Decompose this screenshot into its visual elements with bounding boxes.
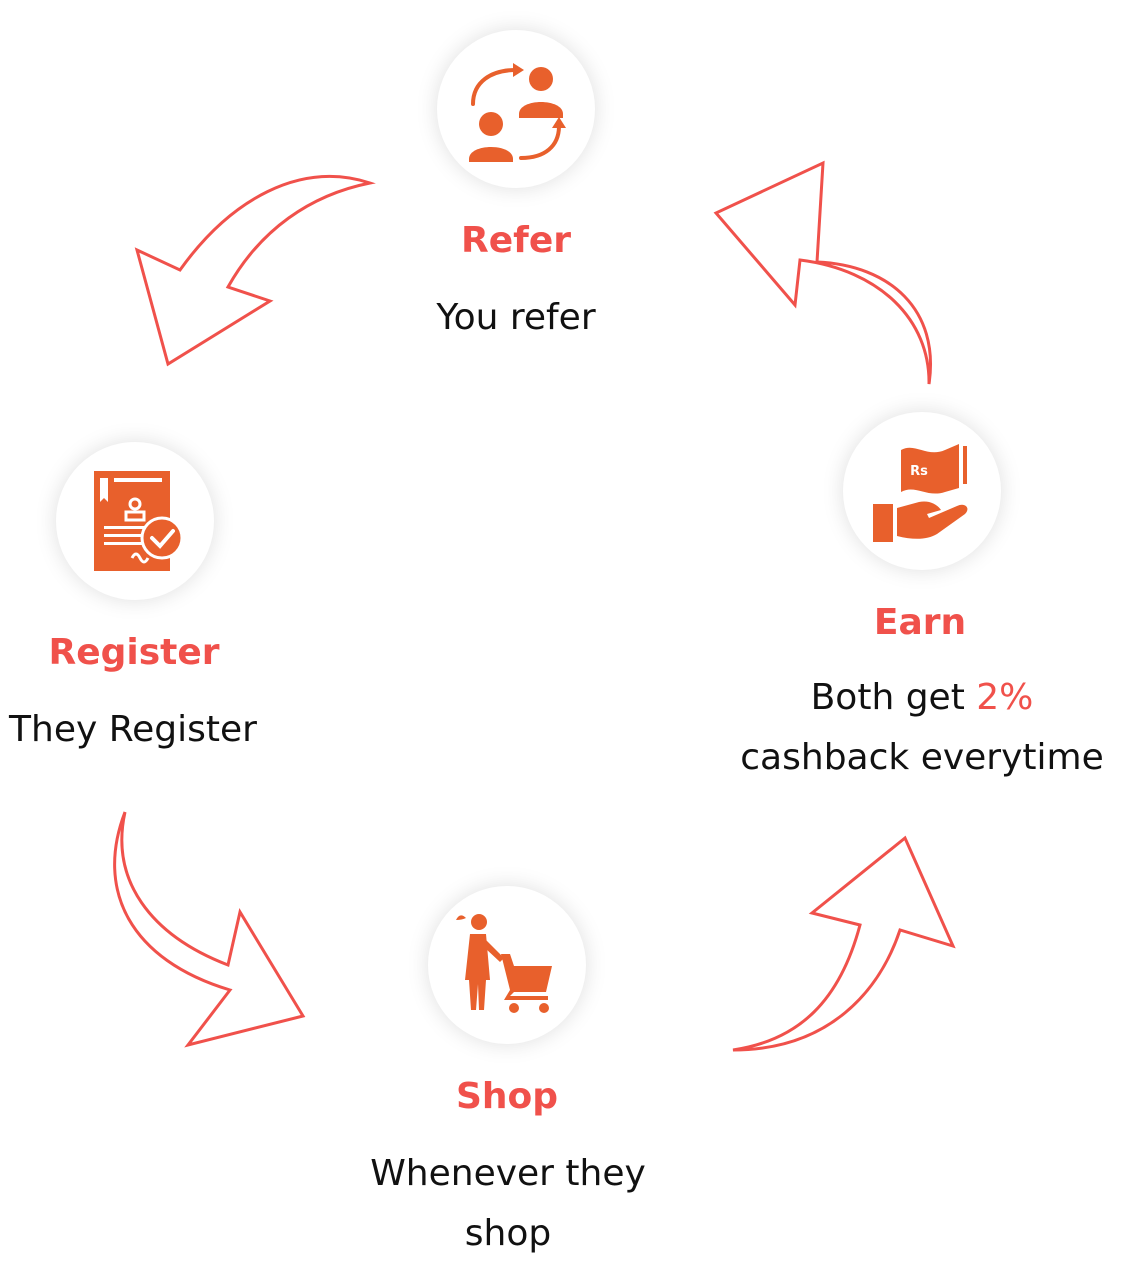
arrow-refer-to-register: [134, 174, 376, 367]
refer-description: You refer: [436, 297, 596, 338]
shop-description: Whenever they shop: [370, 1144, 646, 1264]
shop-title: Shop: [455, 1076, 559, 1117]
arrow-shop-to-earn: [732, 835, 956, 1052]
cashback-hand-icon: Rs: [873, 444, 968, 542]
registration-form-icon: [94, 471, 184, 571]
register-title: Register: [48, 632, 220, 673]
arrow-register-to-shop: [113, 811, 306, 1048]
register-icon-circle: [56, 442, 214, 600]
earn-icon-circle: Rs: [843, 412, 1001, 570]
earn-description-line2: cashback everytime: [740, 737, 1104, 778]
shopping-cart-icon: [456, 914, 552, 1013]
shop-description-line1: Whenever they: [370, 1153, 646, 1194]
earn-description: Both get 2% cashback everytime: [740, 668, 1103, 788]
shop-icon-circle: [428, 886, 586, 1044]
refer-people-icon: [469, 63, 566, 162]
earn-description-prefix: Both get: [810, 677, 977, 718]
earn-description-line1: Both get 2%: [740, 668, 1103, 728]
arrow-earn-to-refer: [713, 160, 932, 385]
cashback-percent: 2%: [976, 677, 1034, 718]
shop-description-line2: shop: [464, 1213, 552, 1254]
refer-icon-circle: [437, 30, 595, 188]
earn-title: Earn: [873, 602, 967, 643]
register-description: They Register: [9, 709, 257, 750]
refer-title: Refer: [461, 220, 571, 261]
svg-text:Rs: Rs: [910, 464, 928, 479]
